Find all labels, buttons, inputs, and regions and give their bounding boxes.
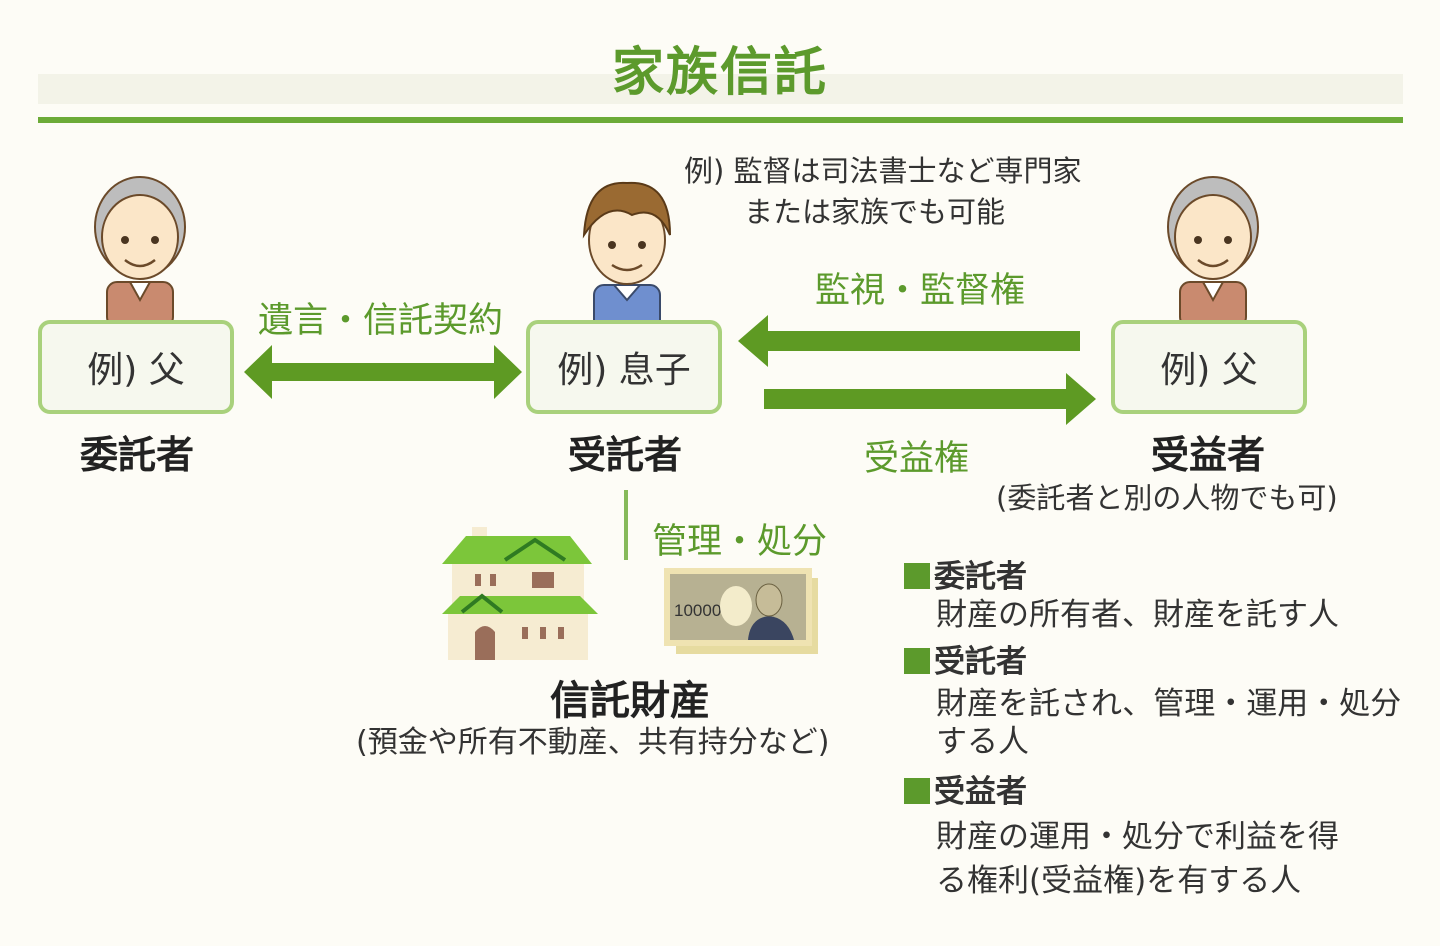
legend-term: 受益者 <box>934 774 1027 810</box>
trustee-label: 受託者 <box>567 433 682 477</box>
supervisor-note-line2: または家族でも可能 <box>744 195 1006 229</box>
legend-term: 受託者 <box>934 644 1027 680</box>
title-divider <box>38 117 1403 123</box>
legend-item-trustee: 受託者 <box>904 643 1401 681</box>
contract-label: 遺言・信託契約 <box>258 301 504 341</box>
father-left-illustration <box>94 176 186 324</box>
trustee-box: 例) 息子 <box>526 320 722 414</box>
banknote-icon: 10000 <box>664 568 818 654</box>
legend-desc: 財産の運用・処分で利益を得 <box>936 819 1339 855</box>
legend-square-icon <box>904 563 930 589</box>
supervision-label: 監視・監督権 <box>815 271 1026 311</box>
beneficiary-box: 例) 父 <box>1111 320 1307 414</box>
benefit-arrow-right <box>764 373 1096 425</box>
contract-double-arrow <box>244 345 522 399</box>
legend-square-icon <box>904 648 930 674</box>
title-band <box>38 74 1403 104</box>
legend-term: 委託者 <box>934 559 1027 595</box>
legend-item-beneficiary: 受益者 <box>904 773 1401 811</box>
property-subtitle: (預金や所有不動産、共有持分など) <box>356 725 830 760</box>
house-icon <box>442 527 598 660</box>
legend-desc: る権利(受益権)を有する人 <box>936 863 1302 899</box>
beneficiary-label: 受益者 <box>1150 433 1265 477</box>
legend-desc: 財産の所有者、財産を託す人 <box>936 597 1339 633</box>
son-illustration <box>582 181 671 325</box>
management-line <box>624 490 628 560</box>
benefit-label: 受益権 <box>864 439 970 479</box>
settlor-label: 委託者 <box>79 433 194 477</box>
father-right-illustration <box>1167 176 1259 324</box>
supervision-arrow-left <box>738 315 1080 367</box>
legend: 委託者 財産の所有者、財産を託す人 受託者 財産を託され、管理・運用・処分 する… <box>904 558 1401 903</box>
supervisor-note-line1: 例) 監督は司法書士など専門家 <box>684 154 1082 188</box>
legend-item-settlor: 委託者 <box>904 558 1401 596</box>
beneficiary-note: (委託者と別の人物でも可) <box>996 481 1338 515</box>
legend-desc: する人 <box>936 724 1029 760</box>
management-label: 管理・処分 <box>652 522 828 562</box>
page-title: 家族信託 <box>611 43 828 103</box>
settlor-box: 例) 父 <box>38 320 234 414</box>
legend-desc: 財産を託され、管理・運用・処分 <box>936 686 1402 722</box>
property-title: 信託財産 <box>550 678 710 724</box>
banknote-value: 10000 <box>674 601 721 620</box>
legend-square-icon <box>904 778 930 804</box>
